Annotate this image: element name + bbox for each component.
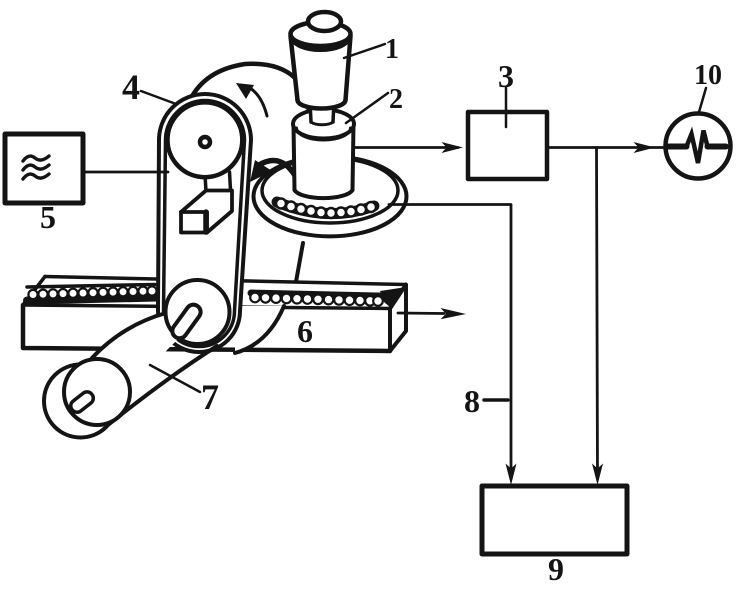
svg-text:3: 3	[498, 58, 514, 94]
svg-text:2: 2	[389, 84, 403, 115]
svg-text:5: 5	[40, 199, 56, 235]
svg-text:9: 9	[548, 551, 564, 587]
svg-text:10: 10	[694, 60, 722, 91]
svg-text:1: 1	[385, 34, 399, 65]
svg-text:6: 6	[297, 313, 313, 349]
svg-text:7: 7	[201, 377, 219, 417]
svg-text:4: 4	[122, 67, 140, 107]
svg-text:8: 8	[464, 383, 480, 419]
